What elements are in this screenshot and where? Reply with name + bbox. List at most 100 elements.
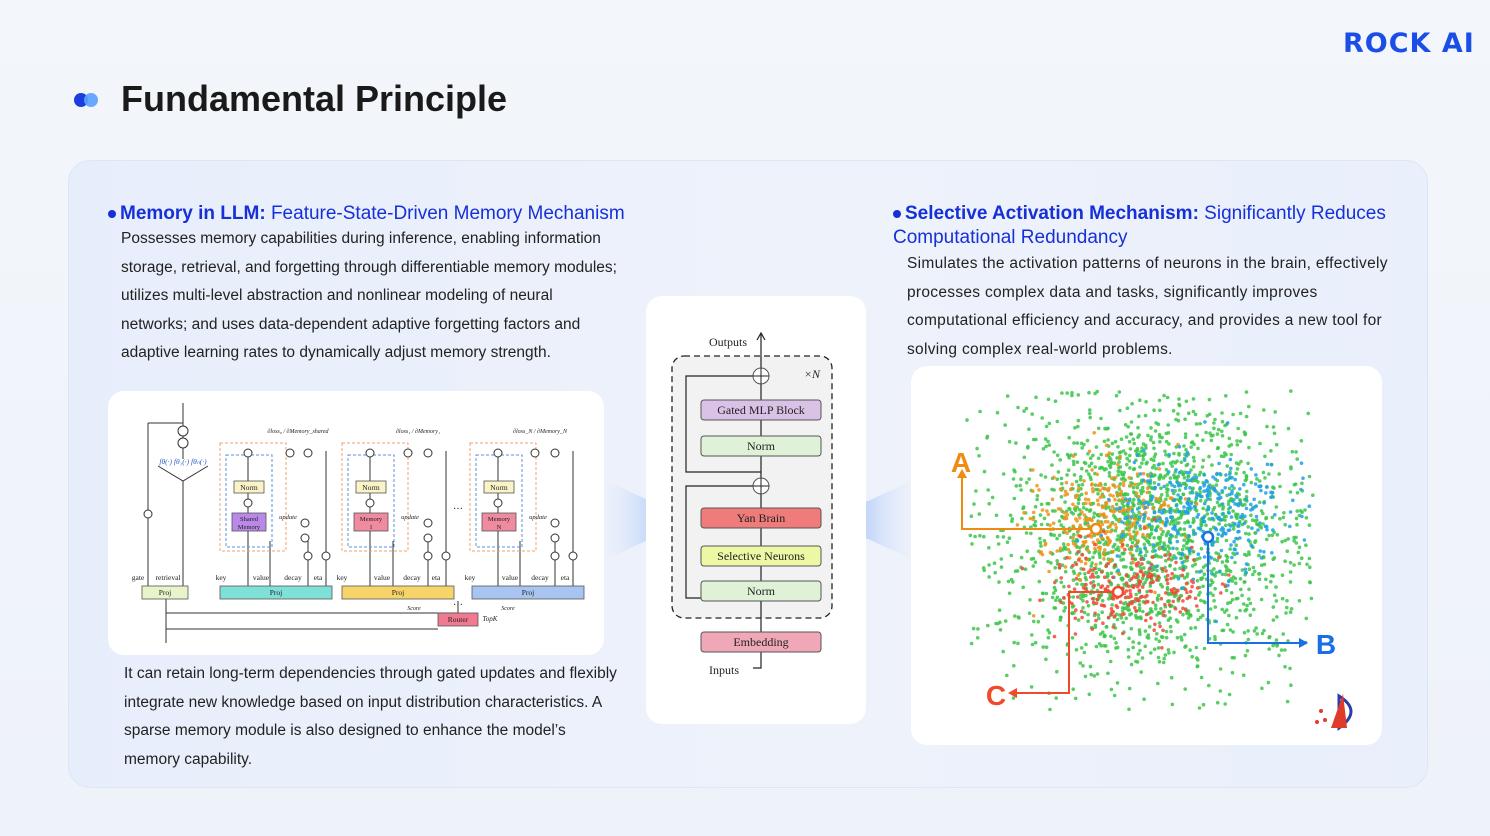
scatter-dot xyxy=(1065,391,1069,395)
scatter-dot xyxy=(1172,451,1176,456)
outputs-label: Outputs xyxy=(709,335,747,349)
scatter-dot xyxy=(1167,557,1171,561)
scatter-dot xyxy=(1246,637,1251,642)
ellipsis-label: … xyxy=(453,501,463,512)
scatter-dot xyxy=(1158,408,1162,413)
scatter-dot xyxy=(1115,605,1120,609)
scatter-dot xyxy=(1191,409,1196,414)
scatter-dot xyxy=(1280,573,1285,577)
scatter-dot xyxy=(1227,692,1232,697)
scatter-dot xyxy=(1003,619,1008,623)
scatter-dot xyxy=(1104,515,1108,519)
scatter-dot xyxy=(1159,486,1163,491)
scatter-dot xyxy=(1188,478,1192,483)
scatter-dot xyxy=(982,469,987,474)
scatter-dot xyxy=(1104,453,1109,458)
scatter-dot xyxy=(1020,566,1025,571)
scatter-dot xyxy=(970,542,974,546)
scatter-dot xyxy=(1229,452,1233,457)
scatter-dot xyxy=(1071,502,1075,507)
scatter-dot xyxy=(1213,417,1217,422)
scatter-dot xyxy=(1054,598,1058,603)
scatter-dot xyxy=(1097,552,1102,557)
scatter-dot xyxy=(1135,585,1140,589)
scatter-dot xyxy=(1011,477,1016,481)
scatter-dot xyxy=(1077,497,1081,502)
gate-label: gate xyxy=(132,573,145,582)
scatter-dot xyxy=(1130,567,1134,571)
scatter-dot xyxy=(1189,445,1193,449)
scatter-dot xyxy=(1233,502,1237,506)
scatter-dot xyxy=(1071,459,1076,464)
scatter-dot xyxy=(1159,527,1163,531)
scatter-dot xyxy=(1232,539,1236,544)
scatter-dot xyxy=(1234,461,1239,465)
scatter-dot xyxy=(1237,521,1241,526)
scatter-dot xyxy=(1070,611,1075,616)
scatter-dot xyxy=(1244,414,1249,419)
scatter-dot xyxy=(1076,595,1080,599)
scatter-dot xyxy=(1150,609,1154,614)
scatter-dot xyxy=(1137,494,1141,499)
proj-label-1: Proj xyxy=(159,588,172,597)
scatter-dot xyxy=(1229,466,1233,471)
scatter-dot xyxy=(1137,628,1142,632)
scatter-dot xyxy=(1244,570,1248,575)
memoryN-label-2: N xyxy=(497,524,502,531)
scatter-dot xyxy=(978,533,982,538)
scatter-dot xyxy=(972,502,976,506)
scatter-dot xyxy=(1184,454,1189,458)
scatter-dot xyxy=(1138,564,1142,568)
scatter-dot xyxy=(1123,516,1127,521)
scatter-dot xyxy=(1140,562,1144,566)
scatter-dot xyxy=(1021,585,1025,590)
scatter-dot xyxy=(1210,511,1214,515)
scatter-dot xyxy=(1022,511,1026,515)
scatter-dot xyxy=(1131,560,1135,565)
scatter-dot xyxy=(1075,519,1079,523)
scatter-dot xyxy=(1229,577,1233,581)
scatter-dot xyxy=(1152,536,1156,540)
scatter-dot xyxy=(1101,603,1106,608)
scatter-dot xyxy=(1206,484,1211,489)
scatter-dot xyxy=(1157,497,1161,502)
scatter-dot xyxy=(1028,598,1032,602)
scatter-dot xyxy=(1162,656,1166,661)
scatter-dot xyxy=(1300,514,1304,519)
scatter-dot xyxy=(1128,447,1133,451)
scatter-dot xyxy=(1049,561,1053,565)
scatter-dot xyxy=(1059,600,1063,605)
selective-heading-rest: Significantly Reduces Computational Redu… xyxy=(893,203,1386,248)
scatter-dot xyxy=(1157,535,1161,540)
scatter-dot xyxy=(1241,673,1246,677)
scatter-dot xyxy=(1176,620,1180,624)
scatter-dot xyxy=(1063,489,1068,494)
scatter-dot xyxy=(1140,576,1145,581)
scatter-dot xyxy=(1163,449,1167,454)
scatter-dot xyxy=(1216,532,1221,537)
scatter-dot xyxy=(1125,543,1130,548)
scatter-dot xyxy=(1012,640,1016,645)
scatter-dot xyxy=(987,563,991,567)
scatter-dot xyxy=(1228,569,1233,574)
scatter-dot xyxy=(1160,567,1165,571)
selective-neurons-label: Selective Neurons xyxy=(717,549,805,563)
scatter-dot xyxy=(1243,478,1248,483)
scatter-dot xyxy=(1064,480,1069,485)
scatter-dot xyxy=(1132,584,1136,588)
scatter-dot xyxy=(1084,593,1088,598)
scatter-dot xyxy=(1221,511,1225,516)
scatter-dot xyxy=(1164,453,1168,457)
scatter-dot xyxy=(1191,465,1196,469)
scatter-dot xyxy=(1175,546,1179,551)
scatter-dot xyxy=(1174,475,1178,479)
scatter-dot xyxy=(1107,471,1112,475)
scatter-dot xyxy=(1146,540,1151,544)
scatter-dot xyxy=(1124,527,1129,531)
scatter-dot xyxy=(1185,558,1189,563)
scatter-dot xyxy=(1088,664,1093,669)
scatter-dot xyxy=(1125,406,1130,410)
scatter-dot xyxy=(1222,454,1226,459)
scatter-dot xyxy=(1175,507,1179,511)
scatter-dot xyxy=(1141,573,1146,578)
